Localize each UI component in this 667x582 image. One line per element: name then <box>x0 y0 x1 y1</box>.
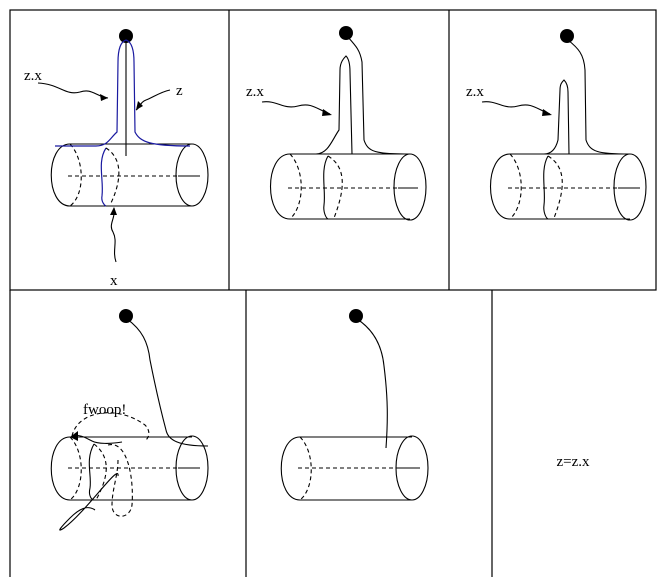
arrowhead-z-dot-x <box>542 109 552 116</box>
cylinder <box>280 435 429 501</box>
label-z-dot-x: z.x <box>246 84 264 100</box>
loop-x-front <box>100 147 107 207</box>
loop-x-back <box>327 155 343 219</box>
cylinder-left-hidden-arc <box>69 143 82 207</box>
label-z: z <box>176 83 183 99</box>
loop-z-dot-x-curve <box>55 39 127 147</box>
loop-curve <box>126 318 209 447</box>
panel-2-product-loop: z.x <box>246 26 427 221</box>
label-arrow-z-dot-x <box>37 82 109 99</box>
cylinder-left-hidden-arc <box>69 436 82 501</box>
loop-curve-left <box>290 55 353 155</box>
loop-z-curve <box>125 39 191 147</box>
basepoint-dot <box>349 309 363 323</box>
panel-grid <box>9 9 657 577</box>
label-fwoop: fwoop! <box>83 402 126 418</box>
panel-1-initial-loop: z.x z x <box>24 29 209 289</box>
loop-curve-right <box>346 35 411 155</box>
cylinder-left-cap <box>270 153 291 220</box>
loop-back-dashed <box>107 444 133 517</box>
arrowhead-z-dot-x <box>100 94 108 101</box>
cylinder <box>490 153 647 221</box>
cylinder-left-cap <box>280 436 301 501</box>
arrowhead-fwoop <box>70 431 78 441</box>
cylinder-left-cap <box>50 436 71 501</box>
top-row-frame <box>9 9 657 291</box>
label-arrow-z-dot-x <box>261 101 331 115</box>
label-z-dot-x: z.x <box>466 84 484 100</box>
loop-x-front <box>88 443 95 501</box>
arrowhead-z <box>136 101 143 110</box>
cylinder-left-hidden-arc <box>509 153 522 220</box>
fwoop-solid-arc <box>71 434 123 444</box>
cylinder-left-cap <box>490 153 511 220</box>
loop-pinched-tail <box>59 473 119 531</box>
label-arrow-x <box>110 207 117 263</box>
cylinder-left-hidden-arc <box>299 436 312 501</box>
cylinder-right-cap <box>393 153 427 221</box>
cylinder-left-hidden-arc <box>289 153 302 220</box>
cylinder-right-cap <box>175 143 209 207</box>
label-arrow-z-dot-x <box>481 101 551 115</box>
loop-x-front <box>323 155 329 220</box>
cylinder-left-cap <box>50 143 71 207</box>
basepoint-dot <box>119 309 133 323</box>
loop-x-back <box>547 155 563 219</box>
cylinder-right-cap <box>613 153 647 221</box>
cylinder <box>50 435 209 501</box>
result-equation: z=z.x <box>556 454 590 470</box>
loop-curve-left <box>510 79 570 155</box>
panel-6-conclusion: z=z.x <box>556 454 590 470</box>
loop-x-front <box>543 155 549 220</box>
arrowhead-x <box>110 207 117 215</box>
basepoint-dot <box>560 29 574 43</box>
loop-curve-right <box>567 39 631 155</box>
loop-curve <box>356 318 388 449</box>
loop-x-back <box>105 147 120 206</box>
label-z-dot-x: z.x <box>24 68 42 84</box>
panel-3-slid-loop: z.x <box>466 29 647 221</box>
panel-4-fwoop-move: fwoop! <box>50 309 209 531</box>
cylinder <box>50 143 209 207</box>
panel-5-simplified-loop <box>280 309 429 501</box>
basepoint-dot <box>339 26 353 40</box>
cylinder <box>270 153 427 221</box>
loop-x-back <box>93 443 107 501</box>
arrowhead-z-dot-x <box>322 109 332 116</box>
label-x: x <box>110 273 118 289</box>
basepoint-dot <box>119 29 133 43</box>
